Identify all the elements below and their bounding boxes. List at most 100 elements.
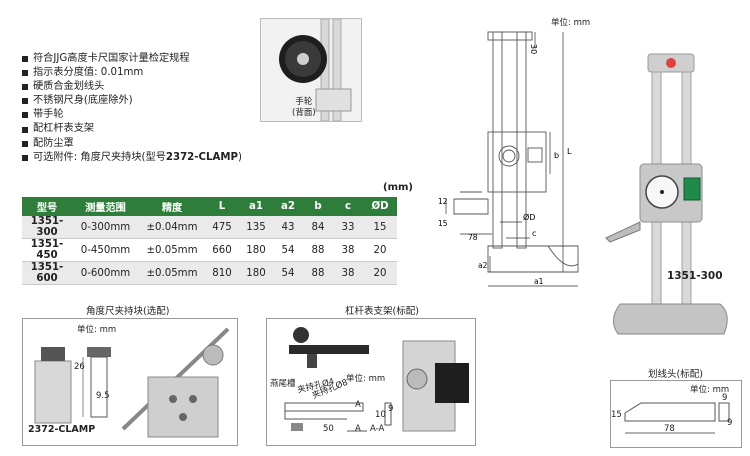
dim-label: 30	[529, 44, 538, 54]
cell: 0-600mm	[72, 261, 139, 285]
spec-table: 型号 测量范围 精度 L a1 a2 b c ØD 1351-300 0-300…	[22, 197, 397, 285]
scriber-dim78: 78	[664, 424, 675, 434]
lever-bracket-unit: 单位: mm	[346, 374, 386, 384]
section-a-label: A	[355, 424, 361, 434]
col-header: 测量范围	[72, 197, 139, 216]
main-unit-label: 单位: mm	[551, 18, 591, 28]
col-header: 精度	[139, 197, 205, 216]
bullet-icon	[22, 56, 28, 63]
feature-item: 配杠杆表支架	[22, 122, 242, 136]
table-row: 1351-300 0-300mm ±0.04mm 475 135 43 84 3…	[22, 216, 397, 239]
lever-bracket-illustration	[284, 327, 469, 432]
cell: 660	[205, 238, 239, 262]
col-header: c	[333, 197, 363, 216]
angle-block-dim95: 9.5	[96, 391, 110, 401]
cell: 135	[239, 216, 273, 239]
cell: 0-300mm	[72, 216, 139, 239]
cell: 54	[273, 261, 303, 285]
cell: 20	[363, 261, 397, 285]
angle-block-caption: 角度尺夹持块(选配)	[86, 306, 170, 317]
height-gauge-photo	[605, 53, 728, 335]
lever-dim9: 9	[388, 404, 394, 414]
feature-item: 配防尘罩	[22, 137, 242, 151]
cell-model: 1351-450	[22, 238, 72, 262]
product-model-label: 1351-300	[667, 270, 723, 282]
dim-label: L	[567, 147, 572, 156]
col-header: 型号	[22, 197, 72, 216]
angle-block-dim26: 26	[74, 362, 85, 372]
cell-model: 1351-300	[22, 216, 72, 239]
cell: 810	[205, 261, 239, 285]
lever-bracket-caption: 杠杆表支架(标配)	[345, 306, 419, 317]
table-header-row: 型号 测量范围 精度 L a1 a2 b c ØD	[22, 197, 397, 216]
dim-label: a1	[534, 277, 544, 286]
col-header: a2	[273, 197, 303, 216]
col-header: b	[303, 197, 333, 216]
scriber-illustration	[624, 402, 730, 434]
table-unit: (mm)	[383, 182, 413, 193]
bullet-icon	[22, 84, 28, 91]
dim-label: 12	[438, 197, 448, 206]
cell-model: 1351-600	[22, 261, 72, 285]
feature-item: 不锈钢尺身(底座除外)	[22, 94, 242, 108]
section-aa-label: A-A	[370, 424, 385, 434]
handwheel-photo	[260, 18, 362, 122]
scriber-unit: 单位: mm	[690, 385, 730, 395]
dim-label: 78	[468, 233, 478, 242]
col-header: L	[205, 197, 239, 216]
handwheel-illustration	[261, 19, 361, 121]
cell: 180	[239, 261, 273, 285]
cell: 54	[273, 238, 303, 262]
cell: 43	[273, 216, 303, 239]
angle-block-model: 2372-CLAMP	[28, 424, 96, 435]
dim-label: c	[532, 229, 536, 238]
cell: 180	[239, 238, 273, 262]
cell: ±0.05mm	[139, 238, 205, 262]
scriber-caption: 划线头(标配)	[648, 369, 703, 380]
dim-label: ØD	[523, 212, 535, 222]
bullet-icon	[22, 112, 28, 119]
feature-item: 硬质合金划线头	[22, 80, 242, 94]
cell: 15	[363, 216, 397, 239]
cell: ±0.04mm	[139, 216, 205, 239]
bullet-icon	[22, 98, 28, 105]
dim-label: b	[554, 151, 559, 160]
cell: 20	[363, 238, 397, 262]
cell: 88	[303, 261, 333, 285]
feature-item: 带手轮	[22, 108, 242, 122]
scriber-panel	[610, 380, 742, 448]
table-row: 1351-600 0-600mm ±0.05mm 810 180 54 88 3…	[22, 261, 397, 285]
lever-bracket-panel	[266, 318, 476, 446]
section-a-label: A	[355, 400, 361, 410]
dim-label: 15	[438, 219, 448, 228]
main-drawing: 30 b L ØD c 12 15 78 a2 a1	[438, 31, 579, 287]
angle-block-illustration	[34, 327, 230, 438]
scriber-dim9: 9	[722, 393, 728, 403]
scriber-dim9b: 9	[727, 418, 733, 428]
bullet-icon	[22, 70, 28, 77]
cell: 38	[333, 261, 363, 285]
lever-dim50: 50	[323, 424, 334, 434]
cell: 88	[303, 238, 333, 262]
feature-item: 指示表分度值: 0.01mm	[22, 66, 242, 80]
bullet-icon	[22, 140, 28, 147]
cell: 38	[333, 238, 363, 262]
lever-dim10: 10	[375, 410, 386, 420]
handwheel-label: 手轮 (背面)	[292, 97, 316, 118]
cell: ±0.05mm	[139, 261, 205, 285]
cell: 84	[303, 216, 333, 239]
angle-block-panel	[22, 318, 238, 446]
dim-label: a2	[478, 261, 488, 270]
feature-item: 符合JJG高度卡尺国家计量检定规程	[22, 52, 242, 66]
angle-block-unit: 单位: mm	[77, 325, 117, 335]
table-row: 1351-450 0-450mm ±0.05mm 660 180 54 88 3…	[22, 238, 397, 262]
dovetail-label: 燕尾槽	[270, 379, 296, 389]
cell: 33	[333, 216, 363, 239]
col-header: a1	[239, 197, 273, 216]
cell: 475	[205, 216, 239, 239]
feature-list: 符合JJG高度卡尺国家计量检定规程 指示表分度值: 0.01mm 硬质合金划线头…	[22, 52, 242, 165]
scriber-dim15: 15	[611, 410, 622, 420]
col-header: ØD	[363, 197, 397, 216]
cell: 0-450mm	[72, 238, 139, 262]
